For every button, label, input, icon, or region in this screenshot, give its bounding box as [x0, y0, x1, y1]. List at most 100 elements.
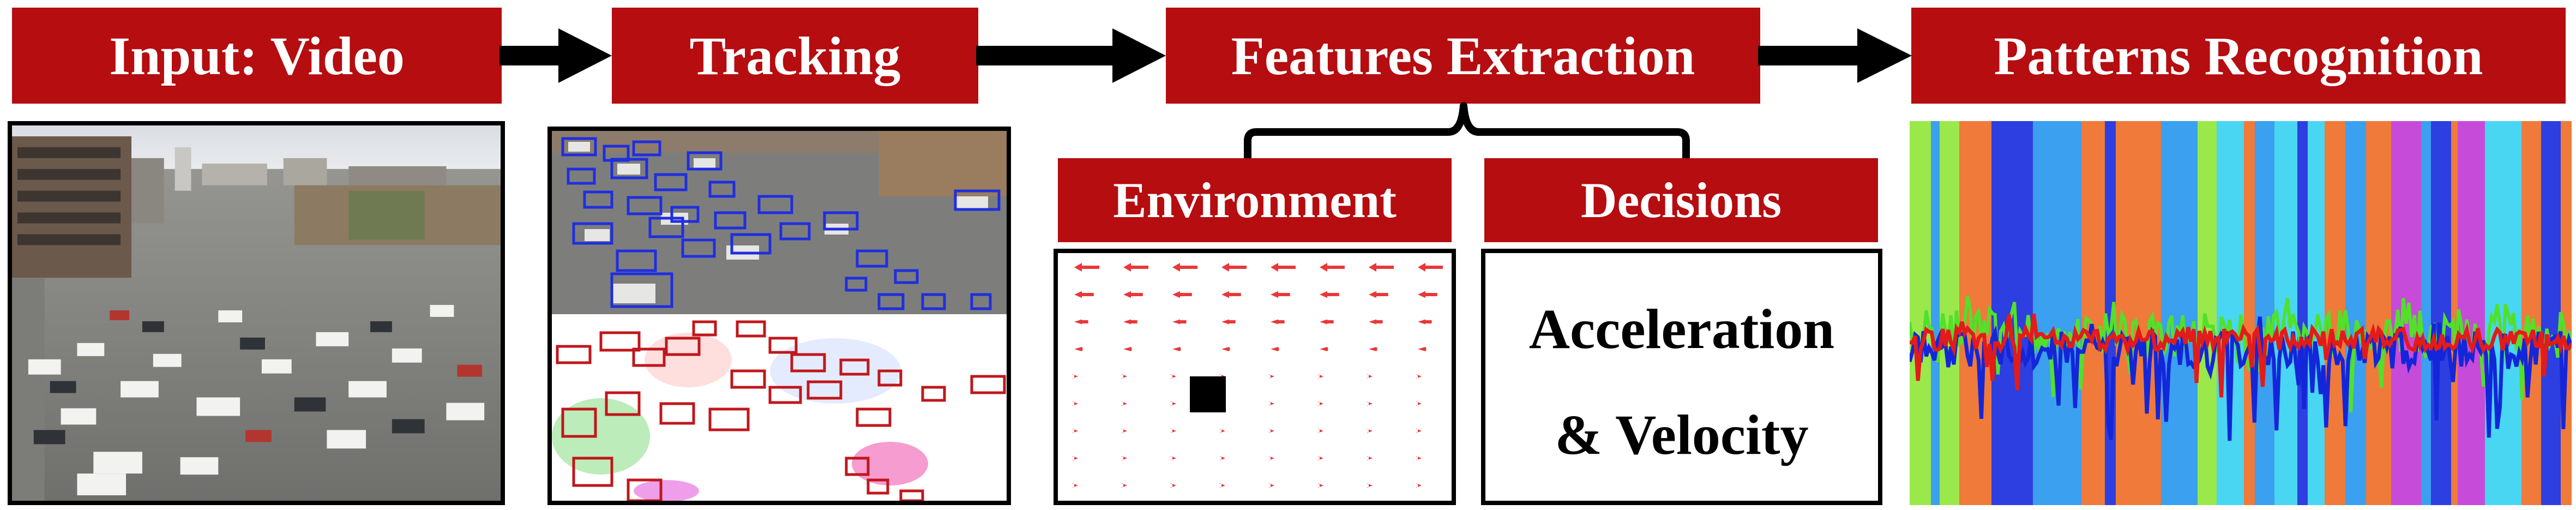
- arrow-input-to-tracking: [499, 28, 612, 83]
- stage-tracking-header: Tracking: [612, 8, 978, 104]
- left-arrow-icon: [1123, 347, 1132, 351]
- left-arrow-icon: [1172, 319, 1187, 325]
- left-arrow-icon: [1072, 483, 1078, 488]
- left-arrow-icon: [1074, 347, 1083, 351]
- input-video-frame: [8, 121, 505, 505]
- arrow-tracking-to-features: [976, 28, 1166, 83]
- signal-band: [2421, 121, 2431, 505]
- left-arrow-icon: [1418, 347, 1427, 351]
- signal-band: [2345, 121, 2366, 505]
- signal-red-line: [1910, 314, 2572, 398]
- left-arrow-icon: [1221, 319, 1236, 325]
- left-arrow-icon: [1268, 374, 1274, 379]
- left-arrow-icon: [1268, 483, 1274, 488]
- left-arrow-icon: [1219, 429, 1225, 433]
- left-arrow-icon: [1317, 401, 1323, 406]
- left-arrow-icon: [1271, 263, 1296, 272]
- arrow-features-to-patterns: [1758, 28, 1912, 83]
- left-arrow-icon: [1074, 263, 1099, 272]
- signal-band: [2081, 121, 2105, 505]
- left-arrow-icon: [1416, 374, 1422, 379]
- left-arrow-icon: [1369, 347, 1377, 351]
- left-arrow-icon: [1221, 291, 1241, 298]
- left-arrow-icon: [1320, 291, 1339, 298]
- left-arrow-icon: [1320, 347, 1328, 351]
- left-arrow-icon: [1170, 374, 1176, 379]
- signal-band: [2244, 121, 2255, 505]
- signal-band: [2255, 121, 2274, 505]
- traffic-scene-image: [12, 125, 501, 501]
- left-arrow-icon: [1317, 429, 1323, 433]
- left-arrow-icon: [1418, 263, 1443, 272]
- left-arrow-icon: [1416, 429, 1422, 433]
- signal-band: [2054, 121, 2081, 505]
- left-arrow-icon: [1418, 319, 1432, 325]
- left-arrow-icon: [1320, 319, 1334, 325]
- left-arrow-icon: [1416, 456, 1422, 460]
- left-arrow-icon: [1172, 347, 1181, 351]
- stage-input-header: Input: Video: [12, 8, 502, 104]
- left-arrow-icon: [1074, 291, 1094, 298]
- decisions-header: Decisions: [1484, 158, 1878, 242]
- signal-band: [2217, 121, 2244, 505]
- signal-green-line: [1910, 296, 2572, 412]
- patterns-signal-plot: [1910, 121, 2572, 505]
- tracking-visualization: [552, 131, 1007, 501]
- left-arrow-icon: [1121, 429, 1127, 433]
- signal-band: [2458, 121, 2485, 505]
- agent-square-icon: [1190, 376, 1226, 412]
- left-arrow-icon: [1170, 483, 1176, 488]
- left-arrow-icon: [1369, 291, 1388, 298]
- left-arrow-icon: [1268, 401, 1274, 406]
- left-arrow-icon: [1074, 319, 1088, 325]
- left-arrow-icon: [1271, 291, 1290, 298]
- left-arrow-icon: [1271, 347, 1279, 351]
- left-arrow-icon: [1367, 374, 1373, 379]
- left-arrow-icon: [1271, 319, 1285, 325]
- tracking-panel: [547, 127, 1011, 505]
- left-arrow-icon: [1121, 456, 1127, 460]
- signal-band: [2033, 121, 2054, 505]
- decisions-line-2: & Velocity: [1555, 404, 1809, 466]
- left-arrow-icon: [1221, 263, 1247, 272]
- left-arrow-icon: [1367, 401, 1373, 406]
- signal-band: [1931, 121, 1940, 505]
- left-arrow-icon: [1219, 483, 1225, 488]
- decisions-panel: Acceleration & Velocity: [1481, 249, 1882, 505]
- signal-band: [2198, 121, 2217, 505]
- left-arrow-icon: [1317, 374, 1323, 379]
- environment-header: Environment: [1058, 158, 1452, 242]
- signal-band: [2308, 121, 2325, 505]
- left-arrow-icon: [1123, 291, 1143, 298]
- left-arrow-icon: [1121, 483, 1127, 488]
- left-arrow-icon: [1170, 429, 1176, 433]
- left-arrow-icon: [1121, 401, 1127, 406]
- left-arrow-icon: [1170, 401, 1176, 406]
- left-arrow-icon: [1268, 429, 1274, 433]
- decisions-line-1: Acceleration: [1528, 298, 1835, 361]
- features-brace: [1244, 102, 1690, 160]
- left-arrow-icon: [1367, 429, 1373, 433]
- left-arrow-icon: [1320, 263, 1345, 272]
- signal-band: [2366, 121, 2391, 505]
- signal-band: [2521, 121, 2541, 505]
- signal-band: [2451, 121, 2458, 505]
- signal-band: [1959, 121, 1967, 505]
- left-arrow-icon: [1072, 429, 1078, 433]
- left-arrow-icon: [1367, 483, 1373, 488]
- left-arrow-icon: [1317, 456, 1323, 460]
- left-arrow-icon: [1121, 374, 1127, 379]
- left-arrow-icon: [1123, 319, 1137, 325]
- signal-band: [2161, 121, 2198, 505]
- left-arrow-icon: [1418, 291, 1437, 298]
- left-arrow-icon: [1219, 456, 1225, 460]
- signal-traces: [1910, 121, 2572, 505]
- left-arrow-icon: [1172, 263, 1197, 272]
- left-arrow-icon: [1367, 456, 1373, 460]
- left-arrow-icon: [1072, 456, 1078, 460]
- environment-flow-field: [1054, 249, 1456, 505]
- left-arrow-icon: [1369, 319, 1383, 325]
- left-arrow-icon: [1369, 263, 1394, 272]
- left-arrow-icon: [1268, 456, 1274, 460]
- signal-band: [2485, 121, 2521, 505]
